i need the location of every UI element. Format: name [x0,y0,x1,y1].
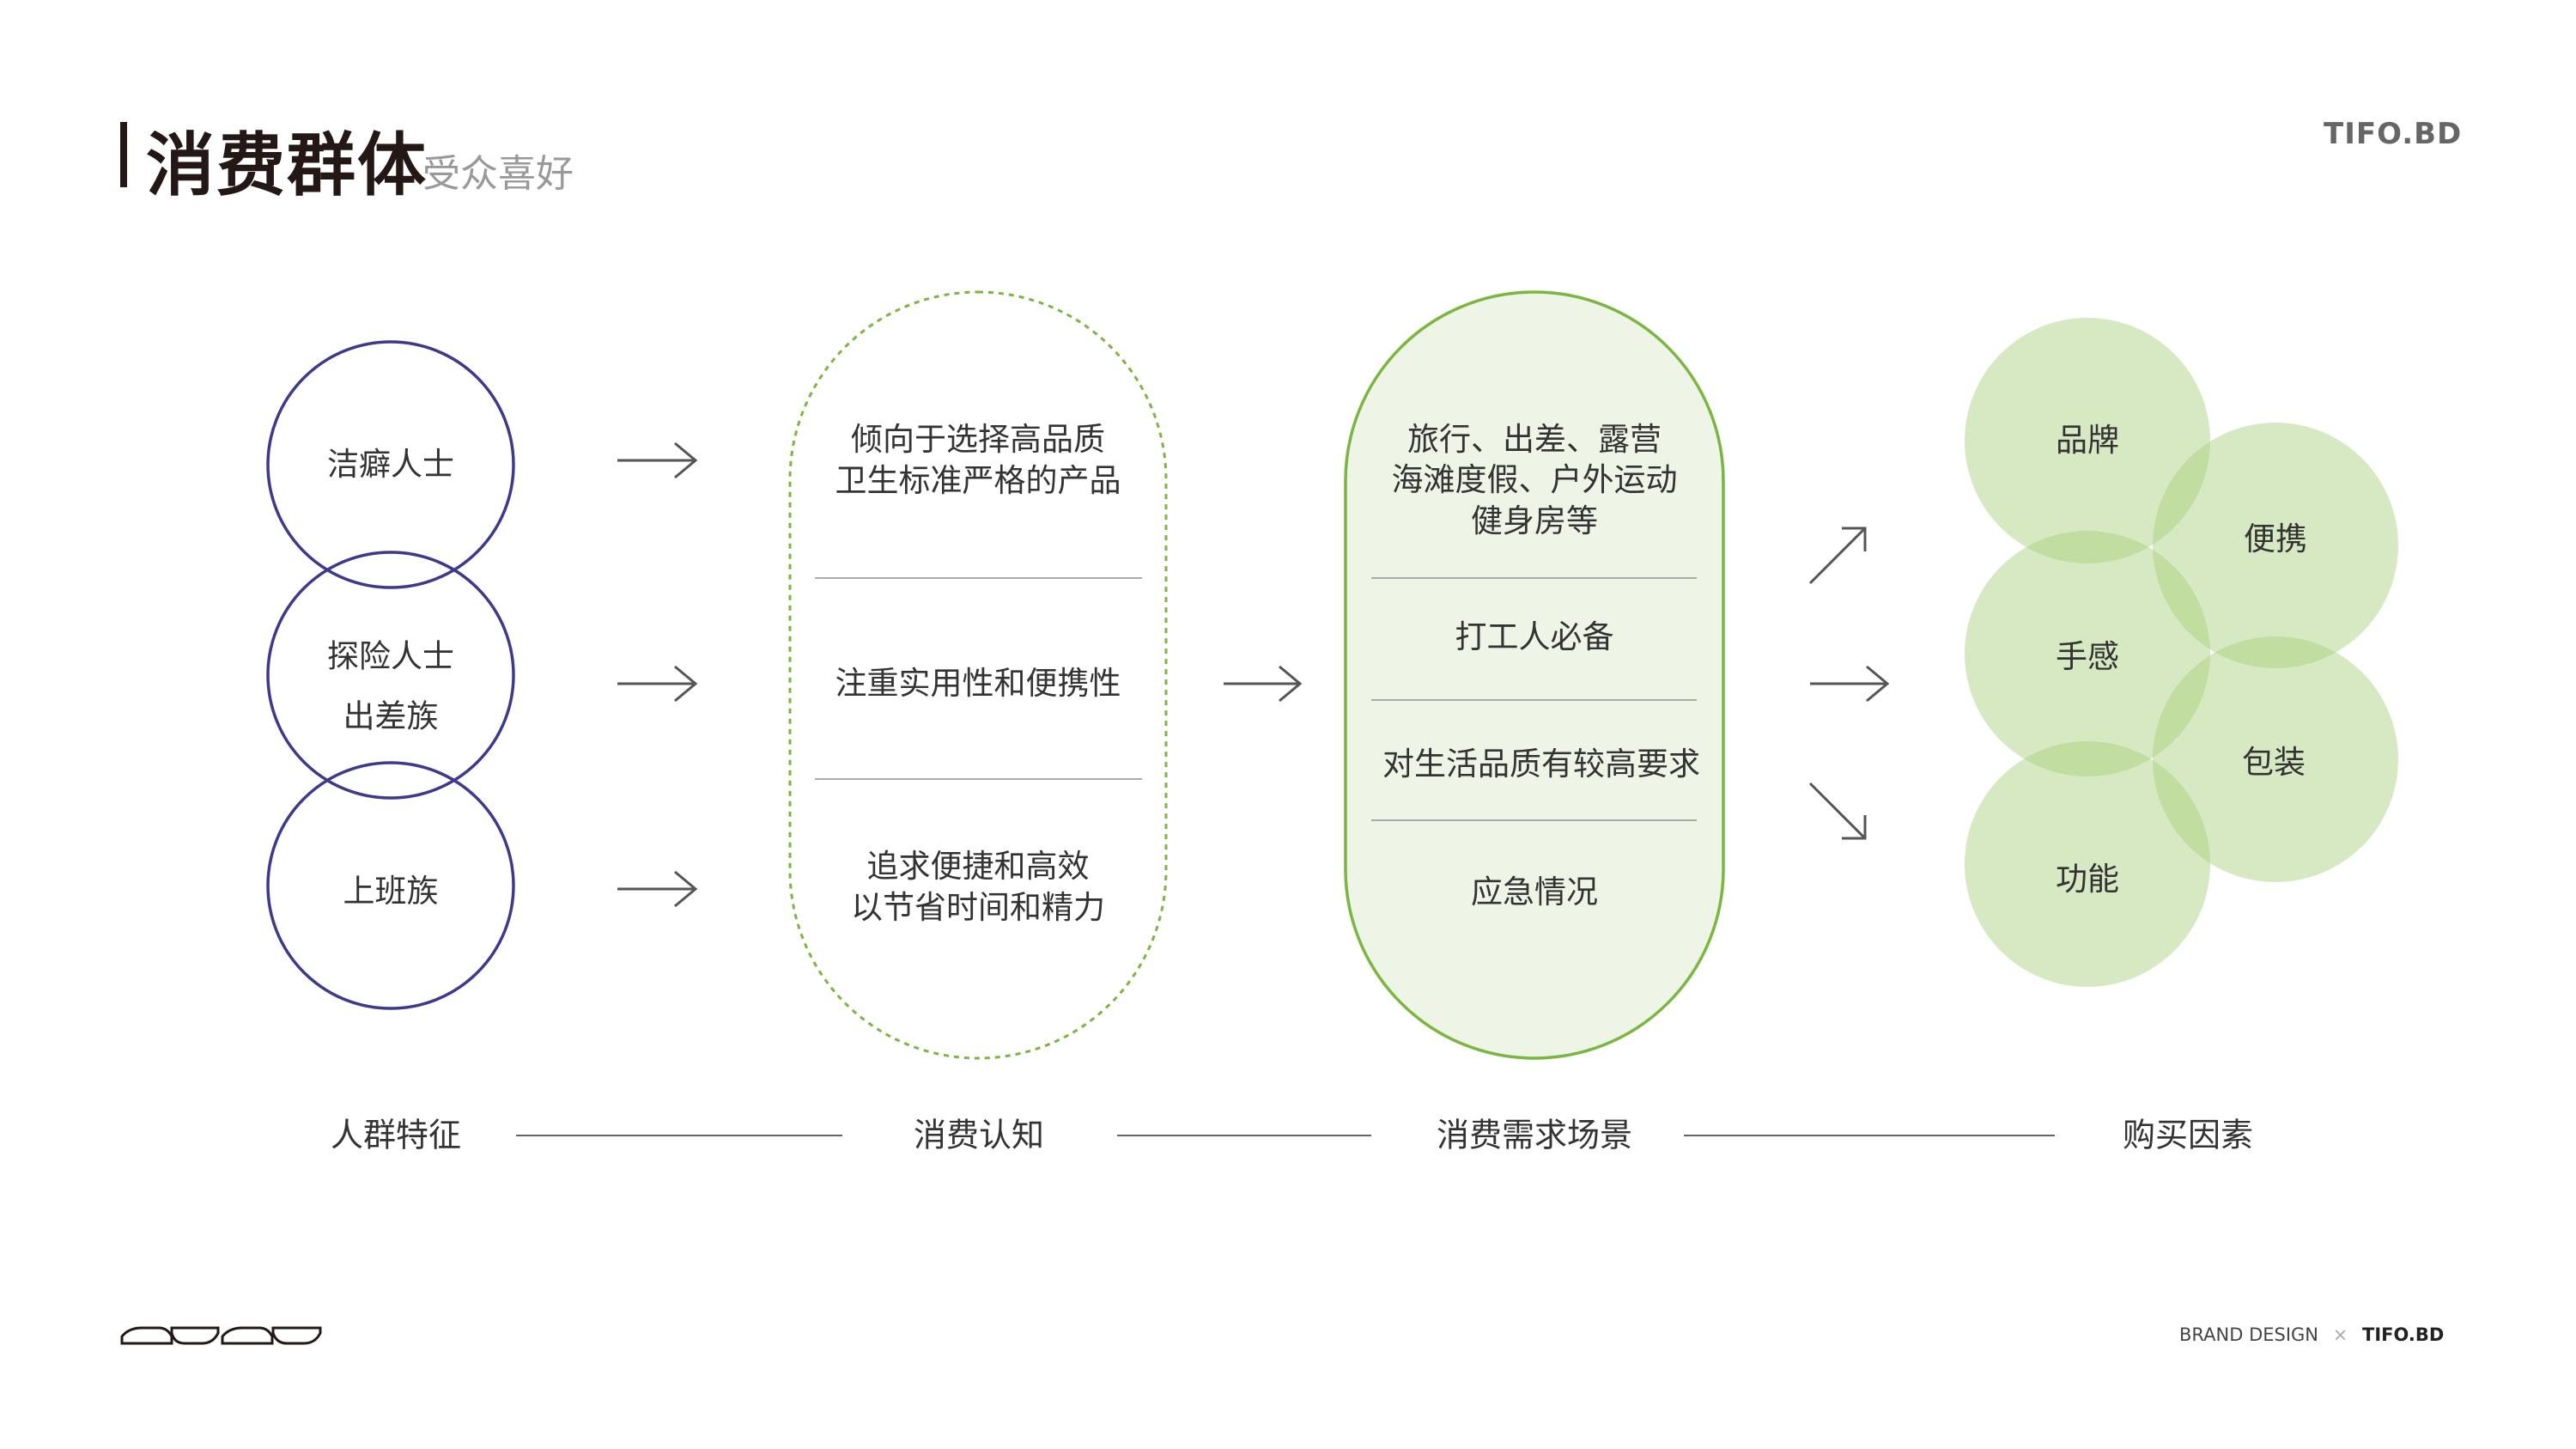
arrow-icon [617,665,698,703]
footer-credit: BRAND DESIGN × TIFO.BD [2179,1324,2444,1345]
footer-brand-design: BRAND DESIGN [2179,1324,2319,1345]
factor-circle [1965,531,2210,776]
arrow-icon [1224,665,1303,703]
factor-label: 包装 [2242,743,2306,781]
group-label: 上班族 [343,872,439,910]
arrow-up-right-icon [1808,527,1867,585]
arrow-right-icon [1810,665,1890,703]
stage-label: 人群特征 [330,1116,462,1154]
cognition-text: 追求便捷和高效 以节省时间和精力 [851,847,1105,926]
factor-label: 功能 [2056,860,2119,898]
group-circle [266,551,515,800]
factor-label: 品牌 [2056,421,2119,459]
scenario-text: 旅行、出差、露营 海滩度假、户外运动 健身房等 [1391,420,1678,539]
scenario-text: 应急情况 [1471,873,1598,910]
scenario-text: 打工人必备 [1455,618,1614,655]
arrow-down-right-icon [1808,782,1867,840]
page-subtitle: 受众喜好 [422,152,574,196]
factor-circle [2153,636,2398,882]
cognition-text: 注重实用性和便携性 [835,664,1121,702]
stage-label: 购买因素 [2122,1116,2254,1154]
factor-circle [2153,423,2398,668]
factor-label: 便携 [2244,520,2307,557]
stage-label: 消费认知 [913,1116,1045,1154]
footer-logo: TIFO.BD [2362,1324,2445,1345]
cognition-text: 倾向于选择高品质 卫生标准严格的产品 [835,420,1121,499]
factor-label: 手感 [2056,637,2119,675]
group-label: 探险人士 出差族 [327,637,454,735]
scenario-text: 对生活品质有较高要求 [1382,745,1700,782]
title-accent-bar [120,122,127,187]
group-label: 洁癖人士 [327,445,454,483]
factor-circle [1965,318,2210,563]
group-circle [266,761,515,1010]
group-circle [266,340,515,589]
footer-decoration-icon [120,1326,322,1345]
factor-circle [1965,741,2210,987]
footer-separator: × [2332,1324,2348,1345]
arrow-icon [617,870,698,908]
cognition-pill [788,290,1168,1060]
scenario-pill [1344,290,1725,1060]
brand-logo: TIFO.BD [2324,117,2463,151]
stage-label: 消费需求场景 [1436,1116,1633,1154]
arrow-icon [617,441,698,479]
page-title: 消费群体 [146,125,428,205]
